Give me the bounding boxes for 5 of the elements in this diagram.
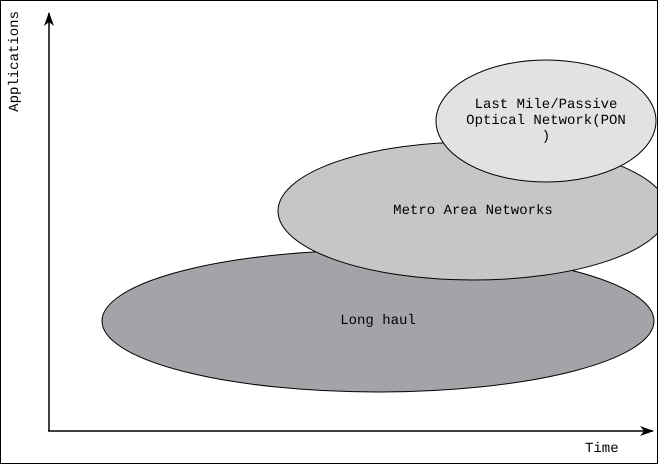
region-label: Metro Area Networks xyxy=(393,203,553,219)
axis-label: Time xyxy=(585,441,619,457)
region-label: Last Mile/Passive Optical Network(PON ) xyxy=(466,97,626,145)
axis-label: Applications xyxy=(7,11,23,112)
region-label: Long haul xyxy=(340,313,416,329)
